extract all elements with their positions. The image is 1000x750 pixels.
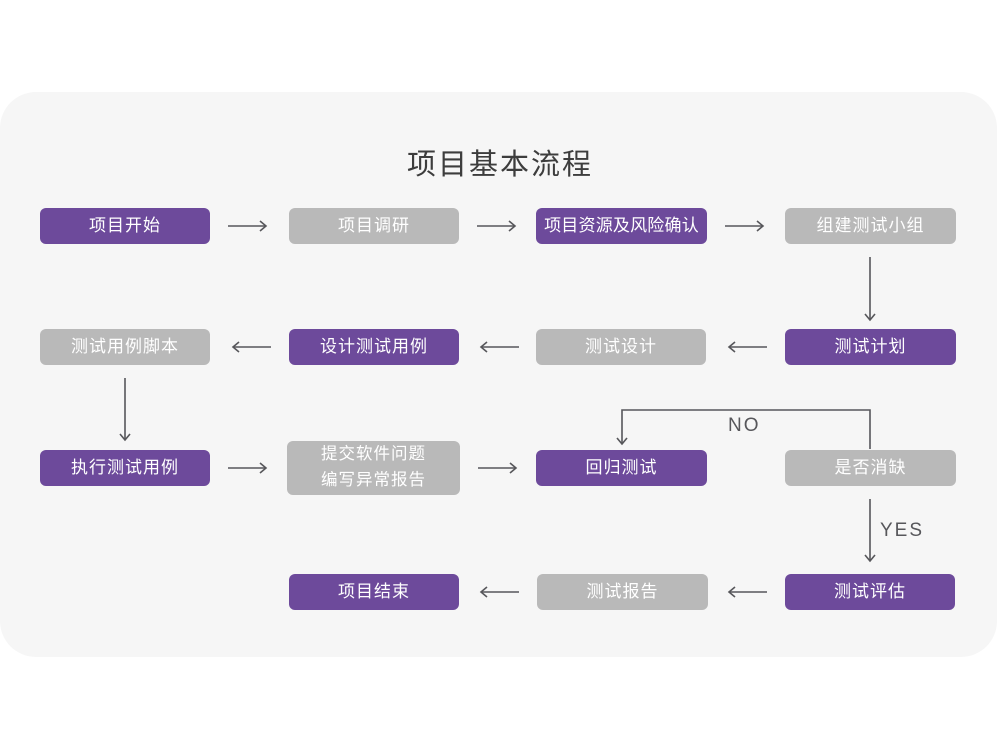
node-resources-risk-confirm: 项目资源及风险确认 [536,208,707,244]
node-project-end: 项目结束 [289,574,459,610]
node-test-case-scripts: 测试用例脚本 [40,329,210,365]
node-test-design: 测试设计 [536,329,706,365]
node-design-test-cases: 设计测试用例 [289,329,459,365]
node-defect-resolved: 是否消缺 [785,450,956,486]
node-test-evaluation: 测试评估 [785,574,955,610]
page-title: 项目基本流程 [406,149,593,181]
node-build-test-team: 组建测试小组 [785,208,956,244]
node-test-plan: 测试计划 [785,329,956,365]
node-project-research: 项目调研 [289,208,459,244]
node-test-report: 测试报告 [537,574,708,610]
node-regression-test: 回归测试 [536,450,707,486]
edge-label-no: NO [728,415,761,436]
node-submit-issues-report: 提交软件问题 编写异常报告 [287,441,460,495]
node-execute-test-cases: 执行测试用例 [40,450,210,486]
flowchart-card-background [0,92,997,657]
edge-label-yes: YES [880,520,925,541]
node-project-start: 项目开始 [40,208,210,244]
